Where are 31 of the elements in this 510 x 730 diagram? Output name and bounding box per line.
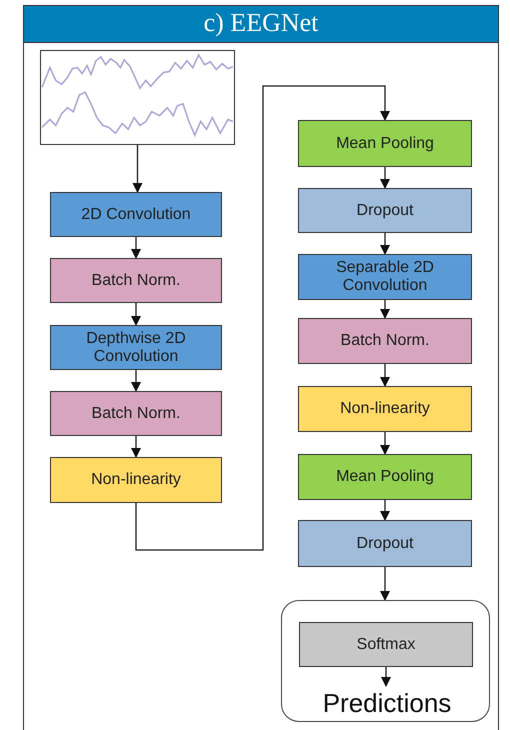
arrow xyxy=(380,233,390,255)
layer-box: Non-linearity xyxy=(50,457,222,503)
arrow xyxy=(380,167,390,189)
title-banner: c) EEGNet xyxy=(23,5,499,43)
arrow xyxy=(380,500,390,521)
output-group-box xyxy=(281,600,490,722)
arrow xyxy=(131,303,141,326)
layer-box: Non-linearity xyxy=(298,386,472,432)
arrow xyxy=(380,432,390,455)
layer-box: Softmax xyxy=(299,622,473,667)
arrow xyxy=(380,364,390,387)
layer-box: Mean Pooling xyxy=(298,120,472,167)
output-label: Predictions xyxy=(302,686,472,720)
layer-box: Dropout xyxy=(298,188,472,233)
layer-box: Dropout xyxy=(298,520,472,567)
arrow xyxy=(380,567,390,601)
arrow xyxy=(131,370,141,392)
signal-plot-picture xyxy=(40,50,235,145)
arrow xyxy=(131,237,141,259)
arrow xyxy=(380,300,390,319)
arrow xyxy=(131,436,141,458)
layer-box: 2D Convolution xyxy=(50,192,222,237)
layer-box: Mean Pooling xyxy=(298,454,472,500)
layer-box: Batch Norm. xyxy=(298,318,472,364)
layer-box: Depthwise 2D Convolution xyxy=(50,325,222,370)
arrow xyxy=(381,667,391,687)
arrow xyxy=(132,145,142,193)
layer-box: Batch Norm. xyxy=(50,391,222,436)
arrow xyxy=(135,85,390,551)
layer-box: Batch Norm. xyxy=(50,258,222,303)
layer-box: Separable 2D Convolution xyxy=(298,254,472,300)
